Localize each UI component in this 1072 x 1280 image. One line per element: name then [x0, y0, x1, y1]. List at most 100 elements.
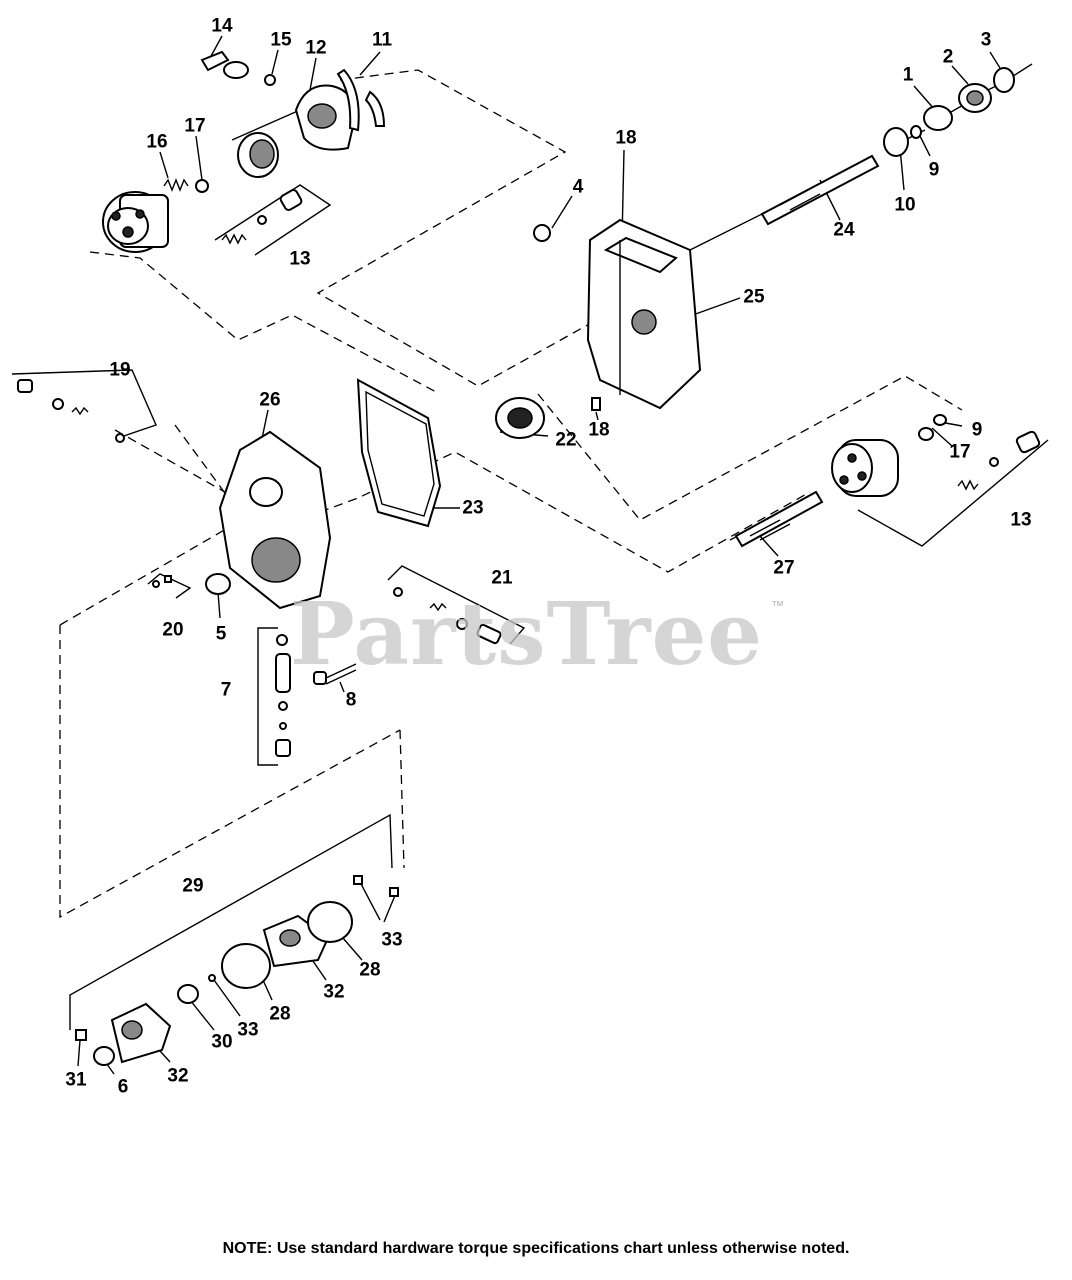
callout-20: 20	[162, 619, 184, 641]
watermark-trademark: ™	[771, 598, 784, 613]
leader-14	[209, 35, 223, 59]
callout-22: 22	[555, 429, 577, 451]
pump-body-bore	[279, 929, 301, 947]
bracket-21	[387, 565, 526, 645]
callout-13-lower: 13	[1010, 509, 1032, 531]
leader-33-lower	[213, 979, 241, 1017]
axis-line-24	[689, 209, 771, 251]
bolt-31	[75, 1029, 87, 1041]
cylinder-bore	[135, 209, 145, 219]
leader-31	[77, 1039, 81, 1067]
bearing-2-race	[966, 90, 984, 106]
check-valve-plug	[1015, 430, 1041, 454]
callout-brackets	[11, 35, 1049, 1075]
key-33-lower	[208, 974, 216, 982]
callout-18-lower: 18	[588, 419, 610, 441]
guide-line-right-block	[537, 375, 963, 521]
washer-17-upper	[195, 179, 209, 193]
guide-line-cover-left	[59, 625, 401, 919]
callout-23: 23	[462, 497, 484, 519]
guide-line-top	[316, 69, 691, 387]
o-ring-28-lower	[221, 943, 271, 989]
callout-29: 29	[182, 875, 204, 897]
housing-bore	[631, 309, 657, 335]
valve-20	[152, 575, 172, 588]
retaining-ring-3	[993, 67, 1015, 93]
shaft-27	[734, 490, 824, 548]
callout-18-upper: 18	[615, 127, 637, 149]
leader-12	[309, 57, 317, 91]
seal-6	[93, 1046, 115, 1066]
callout-13-upper: 13	[289, 248, 311, 270]
assembly-guide-lines	[59, 69, 963, 919]
valve-19	[17, 379, 125, 443]
key-33-upper-a	[353, 875, 363, 885]
callout-12: 12	[305, 37, 327, 59]
cylinder-bore	[111, 211, 121, 221]
callout-26: 26	[259, 389, 281, 411]
callout-21: 21	[491, 567, 513, 589]
callout-32-lower: 32	[167, 1065, 189, 1087]
leader-18-lower	[595, 411, 599, 421]
callout-28-upper: 28	[359, 959, 381, 981]
axis-line-upper	[231, 109, 301, 141]
check-valve-13-upper	[221, 189, 303, 245]
callout-5: 5	[215, 623, 227, 645]
callout-33-upper: 33	[381, 929, 403, 951]
guide-line-upper-left	[89, 251, 439, 394]
leader-27	[759, 535, 779, 557]
callout-33-lower: 33	[237, 1019, 259, 1041]
callout-2: 2	[942, 46, 954, 68]
leader-1	[913, 85, 936, 111]
watermark-logo: PartsTree	[290, 584, 764, 685]
callout-9-upper: 9	[928, 159, 940, 181]
seal-1	[923, 105, 953, 131]
leader-3	[989, 51, 1001, 69]
pin-18-lower	[591, 397, 601, 411]
center-section-bore	[251, 537, 301, 583]
leader-17-lower	[931, 427, 953, 447]
callout-28-lower: 28	[269, 1003, 291, 1025]
callout-27: 27	[773, 557, 795, 579]
callout-8: 8	[345, 689, 357, 711]
callout-19: 19	[109, 359, 131, 381]
callout-31: 31	[65, 1069, 87, 1091]
callout-7: 7	[220, 679, 232, 701]
spring-16	[163, 178, 189, 192]
callout-6: 6	[117, 1076, 129, 1098]
leader-30	[189, 999, 215, 1031]
callout-4: 4	[572, 176, 584, 198]
gasket-23-inner	[365, 390, 435, 517]
center-section-group	[17, 378, 502, 757]
shaft-24-splines	[779, 188, 821, 211]
cylinder-block-lower-face	[831, 443, 873, 493]
callout-15: 15	[270, 29, 292, 51]
guide-line-cover-right	[399, 729, 405, 869]
bolt-8	[313, 663, 357, 685]
leader-16	[159, 151, 169, 179]
cylinder-bore	[857, 471, 867, 481]
callout-9-lower: 9	[971, 419, 983, 441]
center-section-port	[249, 477, 283, 507]
cylinder-bore	[839, 475, 849, 485]
callout-11: 11	[371, 29, 393, 51]
callout-30: 30	[211, 1031, 233, 1053]
bracket-7	[257, 627, 278, 766]
control-arm-hub	[223, 61, 249, 79]
callout-24: 24	[833, 219, 855, 241]
shaft-27-splines	[749, 519, 791, 541]
gerotor-30	[177, 984, 199, 1004]
leader-33-upper-a	[359, 881, 381, 921]
check-valve-spring-13	[957, 479, 979, 491]
cylinder-bore	[122, 226, 134, 238]
leader-25	[689, 297, 741, 317]
callout-3: 3	[980, 29, 992, 51]
swashplate-bore	[307, 103, 337, 129]
callout-16: 16	[146, 131, 168, 153]
ring-9-lower	[933, 414, 947, 426]
cylinder-bore	[847, 453, 857, 463]
guide-line-cover-top	[59, 517, 246, 626]
o-ring-28-upper	[307, 901, 353, 943]
